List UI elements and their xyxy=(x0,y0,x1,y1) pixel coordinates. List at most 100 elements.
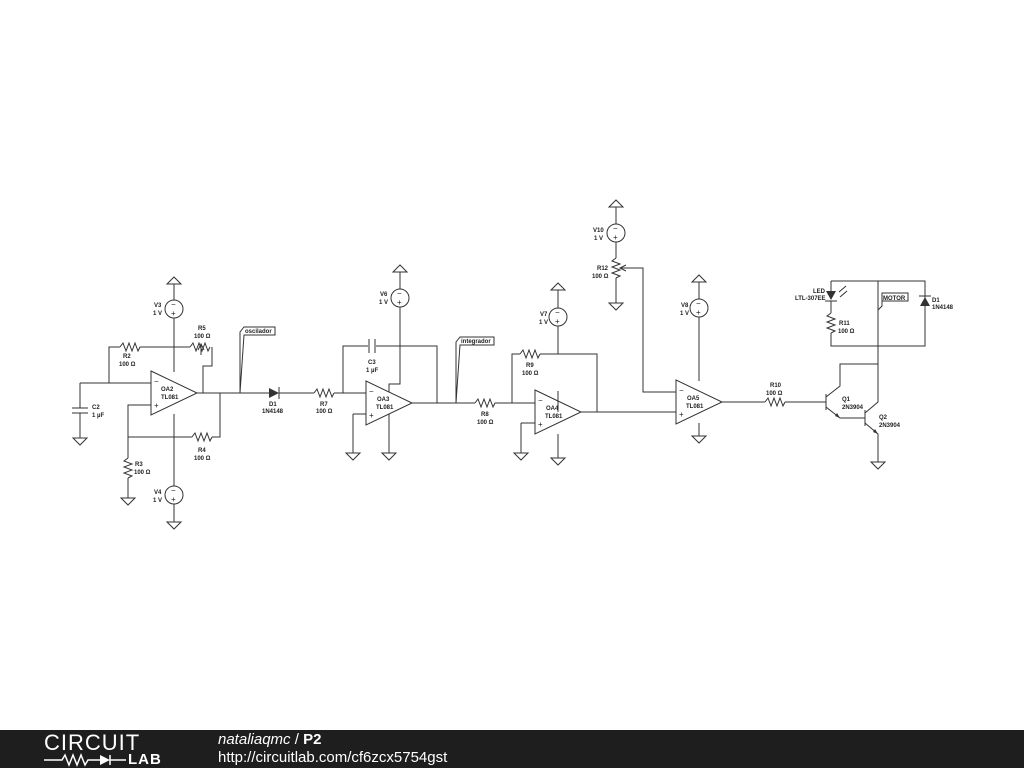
svg-text:1N4148: 1N4148 xyxy=(932,305,954,311)
resistor-r7[interactable]: R7 100 Ω xyxy=(313,388,366,415)
capacitor-c3[interactable]: C3 1 µF xyxy=(366,339,378,374)
svg-text:1 µF: 1 µF xyxy=(92,413,104,419)
svg-text:1 V: 1 V xyxy=(153,498,162,504)
author-link[interactable]: nataliaqmc xyxy=(218,731,291,748)
svg-text:1 V: 1 V xyxy=(379,300,388,306)
svg-text:1N4148: 1N4148 xyxy=(262,409,284,415)
svg-text:1 V: 1 V xyxy=(539,320,548,326)
tag-integrador: integrador xyxy=(455,336,495,404)
vsource-v7[interactable]: V7 1 V xyxy=(539,282,568,466)
resistor-r3[interactable]: R3 100 Ω xyxy=(120,457,151,506)
svg-text:R7: R7 xyxy=(320,402,328,408)
project-url[interactable]: http://circuitlab.com/cf6zcx5754gst xyxy=(218,749,448,766)
svg-text:OA4: OA4 xyxy=(546,406,559,412)
svg-text:2N3904: 2N3904 xyxy=(879,423,901,429)
resistor-diode-icon xyxy=(44,752,126,768)
svg-text:R3: R3 xyxy=(135,462,143,468)
svg-text:integrador: integrador xyxy=(461,339,491,345)
tag-oscilador: oscilador xyxy=(239,326,276,394)
opamp-oa2[interactable]: OA2 TL081 xyxy=(150,370,198,416)
svg-text:OA2: OA2 xyxy=(161,387,174,393)
vsource-v3[interactable]: V3 1 V xyxy=(153,276,184,372)
stage-oa5: OA5 TL081 V8 1 V R10 100 Ω xyxy=(675,274,826,444)
svg-text:Q2: Q2 xyxy=(879,415,888,421)
stage-driver: Q1 2N3904 Q2 2N3904 LED LTL-307EE R11 10… xyxy=(795,280,954,470)
svg-text:Q1: Q1 xyxy=(842,397,851,403)
svg-text:V7: V7 xyxy=(540,312,548,318)
svg-text:TL081: TL081 xyxy=(545,414,563,420)
svg-text:R11: R11 xyxy=(839,321,850,327)
opamp-oa3[interactable]: OA3 TL081 xyxy=(365,380,413,426)
svg-text:100 Ω: 100 Ω xyxy=(522,371,539,377)
svg-text:R9: R9 xyxy=(526,363,534,369)
svg-text:TL081: TL081 xyxy=(686,404,704,410)
svg-text:1 V: 1 V xyxy=(680,311,689,317)
project-credit: nataliaqmc / P2 xyxy=(218,731,321,749)
svg-text:1 µF: 1 µF xyxy=(366,368,378,374)
diode-d1-flyback[interactable]: D1 1N4148 xyxy=(919,295,954,311)
svg-text:C3: C3 xyxy=(368,360,376,366)
project-name[interactable]: P2 xyxy=(303,731,322,748)
logo-wordmark-lab: LAB xyxy=(128,751,162,768)
svg-text:100 Ω: 100 Ω xyxy=(477,420,494,426)
led[interactable]: LED LTL-307EE xyxy=(795,285,848,302)
svg-text:V8: V8 xyxy=(681,303,689,309)
resistor-r9[interactable]: R9 100 Ω xyxy=(519,349,541,377)
opamp-oa5[interactable]: OA5 TL081 xyxy=(675,379,723,425)
svg-text:V10: V10 xyxy=(593,228,604,234)
stage-oa4: OA4 TL081 R9 100 Ω V7 1 V xyxy=(511,282,676,466)
svg-text:1 V: 1 V xyxy=(594,236,603,242)
svg-text:D1: D1 xyxy=(269,402,277,408)
svg-text:R8: R8 xyxy=(481,412,489,418)
credit-separator: / xyxy=(290,731,304,748)
svg-text:100 Ω: 100 Ω xyxy=(838,329,855,335)
resistor-r8[interactable]: R8 100 Ω xyxy=(456,398,535,426)
logo-wordmark-circuit: CIRCUIT xyxy=(44,730,141,755)
svg-text:C2: C2 xyxy=(92,405,100,411)
svg-text:100 Ω: 100 Ω xyxy=(316,409,333,415)
footer-bar: CIRCUIT LAB nataliaqmc / P2 http://circu… xyxy=(0,730,1024,768)
svg-text:OA3: OA3 xyxy=(377,397,390,403)
opamp-oa4[interactable]: OA4 TL081 xyxy=(534,389,582,435)
capacitor-c2[interactable]: C2 1 µF xyxy=(72,383,104,446)
svg-text:100 Ω: 100 Ω xyxy=(119,362,136,368)
svg-text:TL081: TL081 xyxy=(376,405,394,411)
vsource-v6[interactable]: V6 1 V xyxy=(379,264,410,392)
svg-text:100 Ω: 100 Ω xyxy=(766,391,783,397)
stage-integrator: OA3 TL081 C3 1 µF V6 1 V integrador xyxy=(342,264,495,461)
svg-text:D1: D1 xyxy=(932,298,940,304)
svg-text:100 Ω: 100 Ω xyxy=(134,470,151,476)
svg-text:R4: R4 xyxy=(198,448,206,454)
svg-text:MOTOR: MOTOR xyxy=(883,296,906,302)
stage-oscillator: OA2 TL081 V3 1 V V4 1 V R2 100 Ω xyxy=(72,276,276,530)
svg-text:LED: LED xyxy=(813,289,826,295)
potentiometer-r12[interactable]: R12 100 Ω xyxy=(592,257,676,393)
svg-text:R12: R12 xyxy=(597,266,609,272)
svg-text:TL081: TL081 xyxy=(161,395,179,401)
svg-text:100 Ω: 100 Ω xyxy=(194,456,211,462)
circuitlab-logo[interactable]: CIRCUIT LAB xyxy=(44,732,174,768)
svg-text:100 Ω: 100 Ω xyxy=(194,334,211,340)
transistor-q2[interactable]: Q2 2N3904 xyxy=(864,346,901,470)
resistor-r2[interactable]: R2 100 Ω xyxy=(119,342,141,368)
resistor-r11[interactable]: R11 100 Ω xyxy=(826,312,855,335)
svg-text:100 Ω: 100 Ω xyxy=(592,274,609,280)
svg-text:2N3904: 2N3904 xyxy=(842,405,864,411)
circuit-schematic: −+ −+ OA2 TL081 V3 1 V V4 1 V xyxy=(72,199,954,530)
svg-text:V3: V3 xyxy=(154,303,162,309)
resistor-r4[interactable]: R4 100 Ω xyxy=(191,432,213,462)
vsource-v10[interactable]: V10 1 V xyxy=(593,199,626,258)
resistor-r10[interactable]: R10 100 Ω xyxy=(764,383,786,407)
vsource-v4[interactable]: V4 1 V xyxy=(153,414,184,530)
svg-text:LTL-307EE: LTL-307EE xyxy=(795,296,826,302)
vsource-v8[interactable]: V8 1 V xyxy=(680,274,709,381)
svg-text:R5: R5 xyxy=(198,326,206,332)
svg-text:OA5: OA5 xyxy=(687,396,700,402)
svg-text:V6: V6 xyxy=(380,292,388,298)
diode-d1[interactable]: D1 1N4148 xyxy=(240,387,314,415)
potentiometer-r5[interactable]: R5 100 Ω xyxy=(189,326,211,355)
tag-motor: MOTOR xyxy=(877,292,909,311)
transistor-q1[interactable]: Q1 2N3904 xyxy=(825,363,878,419)
svg-text:R10: R10 xyxy=(770,383,782,389)
svg-text:R2: R2 xyxy=(123,354,131,360)
